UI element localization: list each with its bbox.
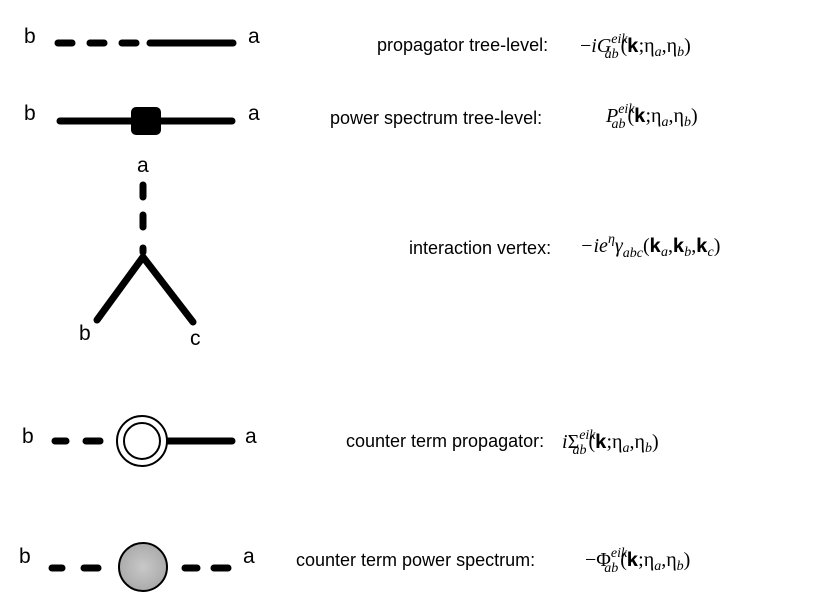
counter-propagator-label-b: b [22,425,34,448]
vertex-label-b: b [79,322,91,345]
power-spectrum-square [131,107,161,135]
vertex-branches [93,253,197,326]
power-spectrum-label-a: a [248,102,260,125]
counter-power-spectrum-label-a: a [243,545,255,568]
power-spectrum-description: power spectrum tree-level: [330,108,542,128]
counter-propagator-label-a: a [245,425,257,448]
counter-propagator-inner-ring [123,422,161,460]
counter-power-spectrum-description: counter term power spectrum: [296,550,535,570]
power-spectrum-label-b: b [24,102,36,125]
propagator-description: propagator tree-level: [377,35,548,55]
propagator-label-a: a [248,25,260,48]
vertex-label-c: c [190,327,201,350]
vertex-label-a: a [137,154,149,177]
counter-propagator-description: counter term propagator: [346,431,544,451]
counter-power-spectrum-label-b: b [19,545,31,568]
vertex-formula: −ieηγabc(𝐤a,𝐤b,𝐤c) [580,232,720,261]
vertex-description: interaction vertex: [409,238,551,258]
vertex-row: a b c interaction vertex: −ieηγabc(𝐤a,𝐤b… [79,154,720,350]
counter-power-spectrum-blob [118,542,168,592]
propagator-label-b: b [24,25,36,48]
